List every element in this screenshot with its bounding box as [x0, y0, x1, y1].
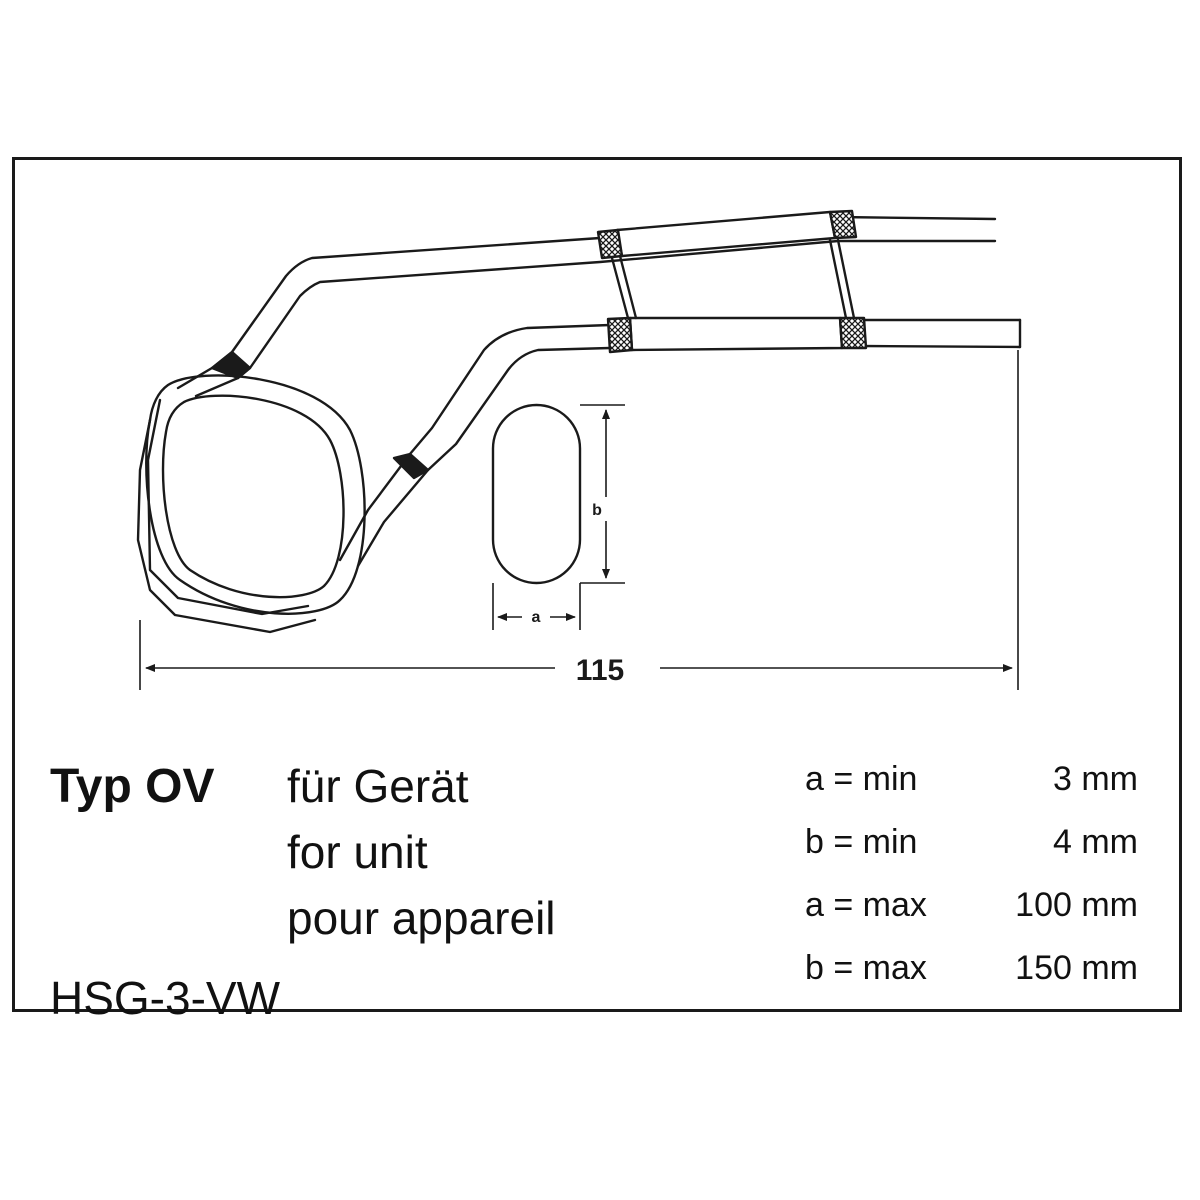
lower-wire [408, 318, 1022, 472]
dimension-overall-label: 115 [576, 654, 624, 687]
spec-label: a = min [805, 760, 918, 798]
upper-wire [210, 215, 997, 380]
description-german: für Gerät [287, 760, 469, 812]
description-english: for unit [287, 826, 428, 878]
dimension-b-label: b [592, 502, 602, 519]
heating-loop [136, 374, 366, 634]
type-label: Typ OV [50, 760, 215, 813]
spec-value: 150 mm [1015, 949, 1138, 987]
insulator-lower [606, 316, 868, 354]
model-number: HSG-3-VW [50, 972, 280, 1024]
sleeve-lower [392, 452, 430, 480]
spec-label: b = min [805, 823, 918, 861]
insulator-upper [596, 209, 858, 260]
dimension-a-line [492, 583, 581, 630]
spec-label: a = max [805, 886, 927, 924]
dimension-overall-line [139, 350, 1019, 690]
connecting-bars [610, 238, 856, 320]
slot-shape [491, 403, 582, 585]
dimension-a-label: a [532, 609, 541, 626]
diagram-frame [12, 157, 1182, 1012]
dimension-b-line [580, 404, 625, 584]
spec-label: b = max [805, 949, 927, 987]
spec-value: 4 mm [1053, 823, 1138, 861]
spec-value: 3 mm [1053, 760, 1138, 798]
sleeve-upper [210, 350, 252, 380]
spec-value: 100 mm [1015, 886, 1138, 924]
wire-legs [176, 366, 430, 568]
description-french: pour appareil [287, 892, 556, 944]
